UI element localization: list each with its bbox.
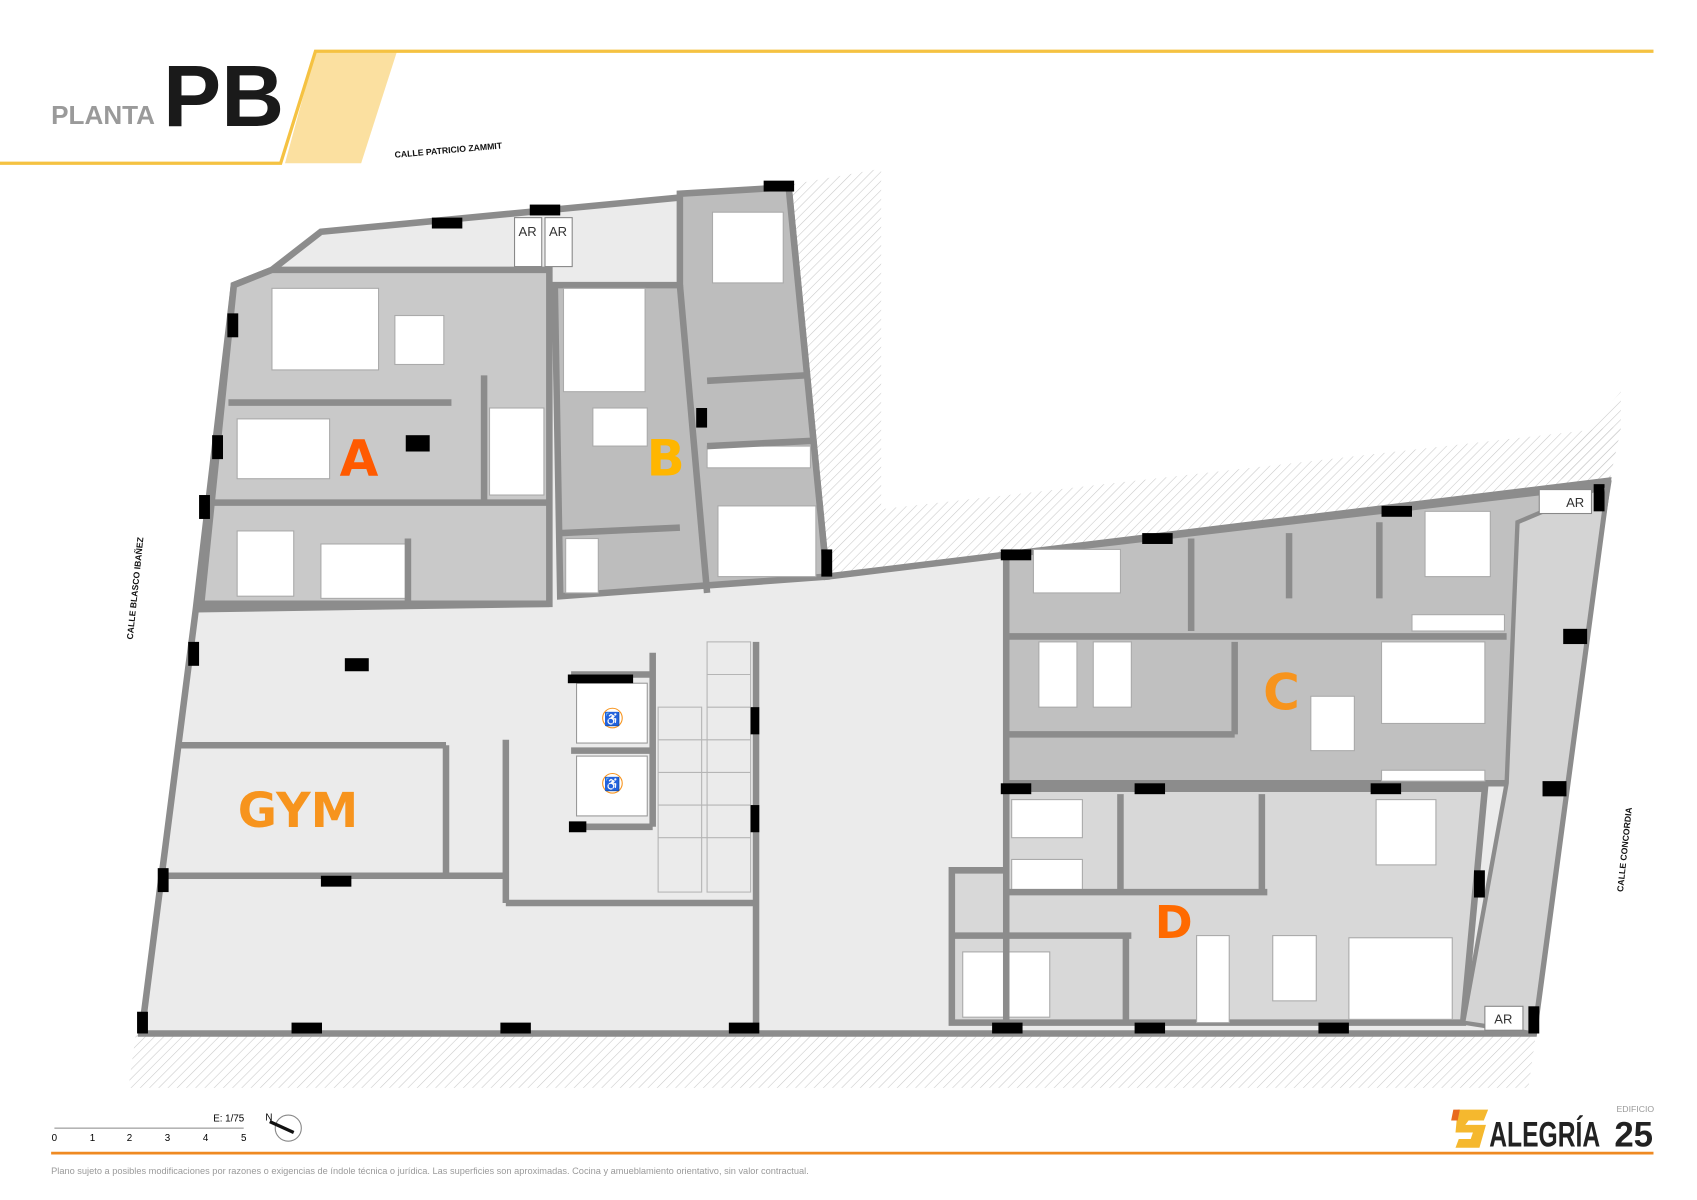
gym-label: GYM xyxy=(238,784,359,839)
ar-label: AR xyxy=(1566,495,1584,510)
accessible-icon: ♿ xyxy=(604,711,620,726)
north-label: N xyxy=(265,1113,272,1124)
street-right: CALLE CONCORDIA xyxy=(1615,806,1634,892)
scale-tick: 2 xyxy=(127,1133,132,1144)
logo-mark-accent xyxy=(1451,1109,1460,1121)
alegria-logo: ALEGRÍA EDIFICIO 25 xyxy=(1451,1104,1654,1155)
north-arrow-icon: N xyxy=(265,1113,302,1142)
scale-label: E: 1/75 xyxy=(213,1114,245,1125)
unit-c-label: C xyxy=(1263,663,1300,721)
header-line xyxy=(0,49,1654,165)
scale-tick: 0 xyxy=(52,1133,58,1144)
unit-a-label: A xyxy=(340,429,379,487)
unit-d-label: D xyxy=(1155,896,1193,949)
logo-number: 25 xyxy=(1614,1116,1653,1155)
logo-mark-icon xyxy=(1455,1109,1489,1148)
hatched-courtyard xyxy=(788,168,1621,577)
accessible-icon xyxy=(602,707,623,729)
central-stairs xyxy=(657,641,752,893)
accessible-icon xyxy=(602,772,623,794)
banner-parallelogram xyxy=(285,51,398,164)
planta-label: PLANTA xyxy=(51,100,155,130)
scale-bar: 0 1 2 3 4 5 E: 1/75 xyxy=(52,1114,247,1145)
logo-edificio: EDIFICIO xyxy=(1617,1104,1655,1114)
hatched-sidewalk xyxy=(128,1033,1537,1088)
street-left: CALLE BLASCO IBAÑEZ xyxy=(125,536,146,640)
scale-tick: 3 xyxy=(165,1133,171,1144)
level-title: PB xyxy=(163,48,284,145)
ar-label: AR xyxy=(1494,1012,1512,1027)
accessible-icon: ♿ xyxy=(604,777,620,792)
logo-name: ALEGRÍA xyxy=(1489,1115,1600,1155)
scale-tick: 4 xyxy=(203,1133,209,1144)
street-top: CALLE PATRICIO ZAMMIT xyxy=(394,140,503,159)
structural-columns xyxy=(137,180,1605,1034)
scale-tick: 1 xyxy=(90,1133,95,1144)
disclaimer: Plano sujeto a posibles modificaciones p… xyxy=(51,1166,809,1176)
ar-units: AR AR AR AR xyxy=(513,217,1593,1031)
hatched-corner xyxy=(1544,391,1621,479)
unit-b-label: B xyxy=(647,429,685,487)
elevators: ♿ ♿ xyxy=(576,682,648,817)
title-banner: PLANTA PB xyxy=(0,48,1654,165)
furniture xyxy=(236,211,1505,1024)
ar-label: AR xyxy=(519,224,537,239)
scale-tick: 5 xyxy=(241,1133,247,1144)
ar-label: AR xyxy=(549,224,567,239)
